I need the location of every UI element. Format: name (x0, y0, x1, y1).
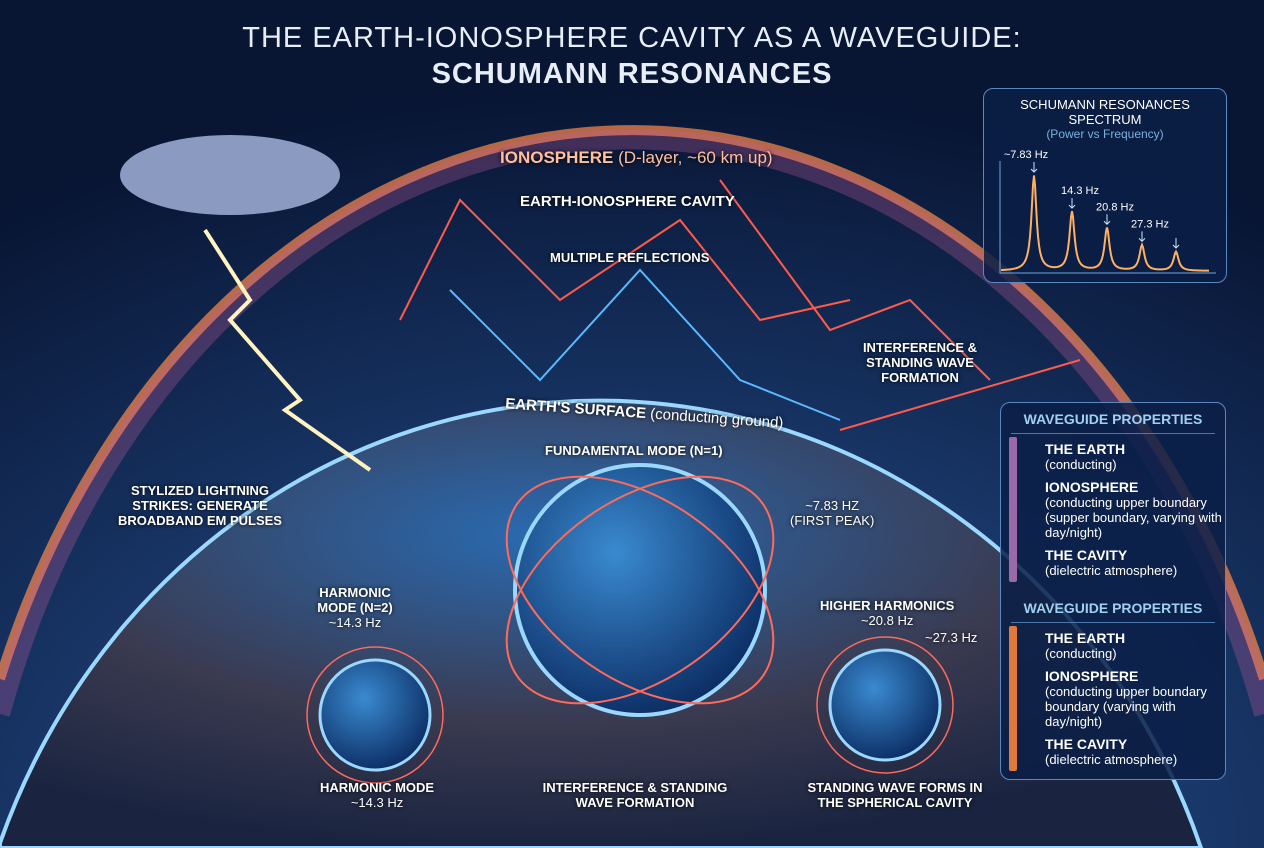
storm-cloud (120, 135, 340, 215)
spectrum-curve (1001, 175, 1210, 272)
property-name: THE EARTH (1045, 630, 1126, 646)
peak-arrow (1103, 214, 1111, 225)
reflections-label: MULTIPLE REFLECTIONS (550, 250, 710, 265)
property-name: THE EARTH (1045, 441, 1126, 457)
peak-arrow (1172, 238, 1180, 249)
title-line2: SCHUMANN RESONANCES (431, 58, 833, 90)
section-bar (1009, 626, 1017, 771)
harmonic-globe (318, 658, 432, 772)
section-heading: WAVEGUIDE PROPERTIES (1011, 592, 1215, 623)
reflection-waves (399, 179, 1081, 431)
title-line1: THE EARTH-IONOSPHERE CAVITY AS A WAVEGUI… (242, 22, 1022, 54)
higher-harmonic-globe (828, 648, 942, 762)
cavity-label: EARTH-IONOSPHERE CAVITY (520, 193, 735, 210)
spectrum-axes (999, 161, 1216, 274)
interference-label: INTERFERENCE & STANDING WAVE FORMATION (862, 340, 978, 385)
property-item: THE CAVITY(dielectric atmosphere) (1045, 736, 1225, 768)
section-bar (1009, 437, 1017, 582)
property-desc: (dielectric atmosphere) (1045, 563, 1178, 578)
property-desc: (conducting) (1045, 646, 1117, 661)
peak-arrow (1030, 162, 1038, 173)
interference-bottom-label: INTERFERENCE & STANDING WAVE FORMATION (542, 780, 728, 810)
higher-harmonics-label: HIGHER HARMONICS~20.8 Hz (820, 598, 955, 628)
property-name: THE CAVITY (1045, 736, 1128, 752)
property-name: IONOSPHERE (1045, 479, 1139, 495)
peak-label: 20.8 Hz (1096, 201, 1134, 213)
first-peak-label: ~7.83 Hz(FIRST PEAK) (790, 498, 875, 528)
property-item: IONOSPHERE(conducting upper boundary (su… (1045, 479, 1225, 541)
spectrum-chart: ~7.83 Hz 14.3 Hz 20.8 Hz 27.3 Hz (999, 149, 1216, 274)
lightning-label: STYLIZED LIGHTNING STRIKES: GENERATE BRO… (118, 483, 282, 528)
property-item: THE EARTH(conducting) (1045, 441, 1225, 473)
lightning-bolt (203, 228, 372, 472)
spectrum-title: SCHUMANN RESONANCES SPECTRUM (1020, 97, 1190, 127)
harmonic-bottom-label: HARMONIC MODE~14.3 Hz (320, 780, 435, 810)
property-item: THE CAVITY(dielectric atmosphere) (1045, 547, 1225, 579)
property-desc: (conducting upper boundary boundary (var… (1045, 684, 1207, 729)
ionosphere-label: IONOSPHERE (D-layer, ~60 km up) (500, 148, 773, 167)
fundamental-label: FUNDAMENTAL MODE (n=1) (545, 443, 723, 458)
property-desc: (dielectric atmosphere) (1045, 752, 1178, 767)
peak-arrow (1138, 231, 1146, 243)
property-desc: (conducting) (1045, 457, 1117, 472)
standing-wave-label: STANDING WAVE FORMS IN THE SPHERICAL CAV… (807, 780, 983, 810)
property-name: THE CAVITY (1045, 547, 1128, 563)
property-desc: (conducting upper boundary (supper bound… (1045, 495, 1222, 540)
peak-label: 14.3 Hz (1061, 185, 1099, 197)
peak-label: 27.3 Hz (1131, 218, 1169, 230)
higher-freq2-label: ~27.3 Hz (925, 630, 978, 645)
spectrum-subtitle: (Power vs Frequency) (1046, 127, 1164, 141)
spectrum-panel: SCHUMANN RESONANCES SPECTRUM (Power vs F… (983, 88, 1227, 283)
property-item: IONOSPHERE(conducting upper boundary bou… (1045, 668, 1225, 730)
peak-arrow (1068, 198, 1076, 209)
property-name: IONOSPHERE (1045, 668, 1139, 684)
fundamental-globe (513, 463, 767, 717)
section-heading: WAVEGUIDE PROPERTIES (1011, 403, 1215, 434)
peak-label: ~7.83 Hz (1004, 149, 1048, 161)
property-item: THE EARTH(conducting) (1045, 630, 1225, 662)
harmonic2-label: HARMONIC MODE (n=2)~14.3 Hz (317, 585, 393, 630)
